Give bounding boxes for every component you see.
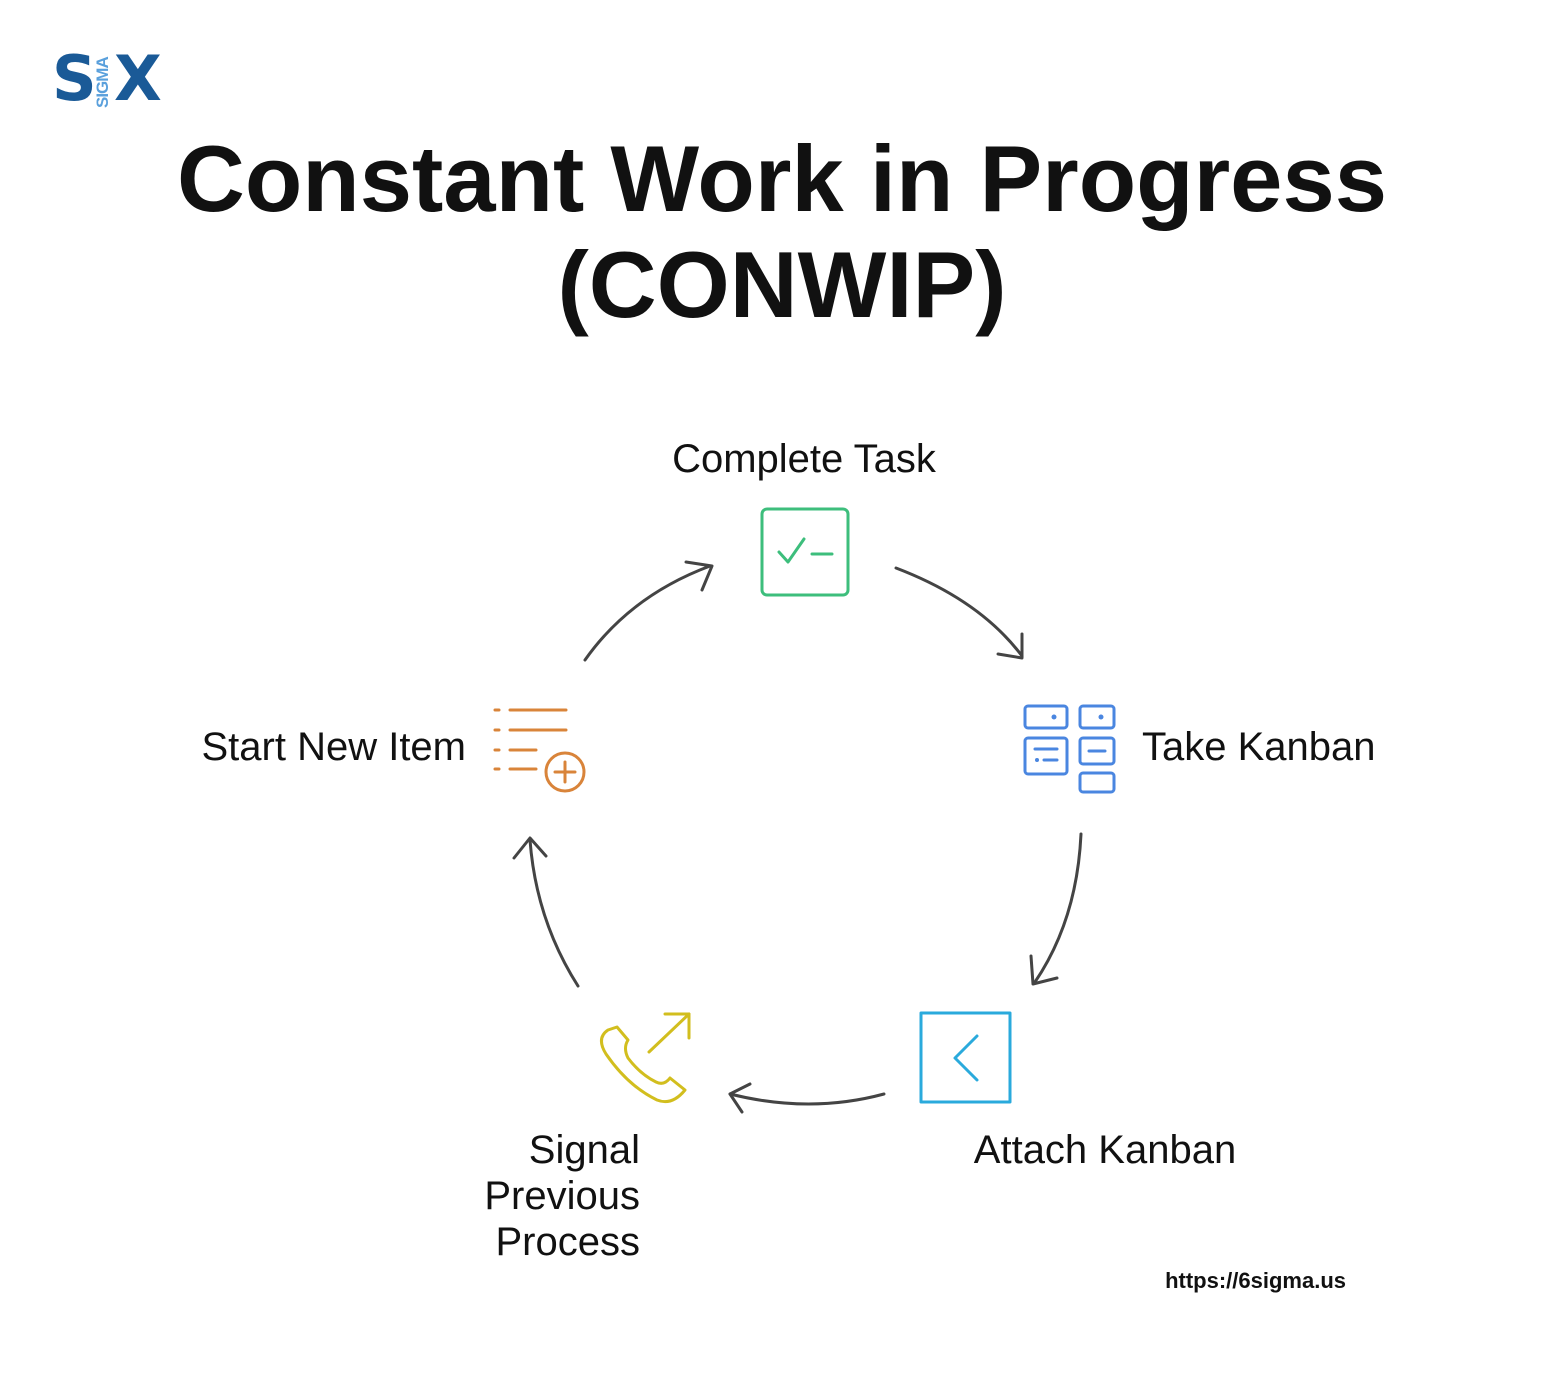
step-label-start-new-item: Start New Item bbox=[201, 725, 466, 769]
arrow-take-to-attach bbox=[1029, 832, 1083, 986]
arrow-signal-to-start bbox=[512, 836, 580, 988]
title-line-1: Constant Work in Progress bbox=[176, 126, 1388, 231]
step-label-signal-line-3: Process bbox=[495, 1220, 641, 1264]
step-label-signal-line-1: Signal bbox=[528, 1128, 640, 1172]
logo-letter-s: S bbox=[52, 42, 97, 115]
step-label-signal-line-2: Previous bbox=[484, 1174, 640, 1218]
list-add-icon bbox=[493, 708, 586, 793]
step-label-attach-kanban: Attach Kanban bbox=[973, 1128, 1237, 1172]
chevron-left-box-icon bbox=[919, 1011, 1012, 1104]
arrow-start-to-complete bbox=[583, 560, 714, 662]
title-line-2: (CONWIP) bbox=[557, 232, 1007, 337]
step-label-complete-task: Complete Task bbox=[672, 437, 936, 481]
source-url: https://6sigma.us bbox=[1165, 1268, 1346, 1293]
brand-logo: S SIGMA X bbox=[52, 44, 164, 114]
arrow-attach-to-signal bbox=[728, 1082, 886, 1114]
checklist-icon bbox=[760, 507, 850, 597]
page-title: Constant Work in Progress (CONWIP) bbox=[0, 126, 1564, 338]
step-label-take-kanban: Take Kanban bbox=[1142, 725, 1376, 769]
step-label-signal-previous-process: Signal Previous Process bbox=[380, 1127, 640, 1265]
kanban-board-icon bbox=[1023, 704, 1116, 794]
phone-outgoing-icon bbox=[600, 1012, 691, 1104]
logo-letter-x: X bbox=[114, 42, 162, 115]
arrow-complete-to-take bbox=[894, 566, 1024, 660]
